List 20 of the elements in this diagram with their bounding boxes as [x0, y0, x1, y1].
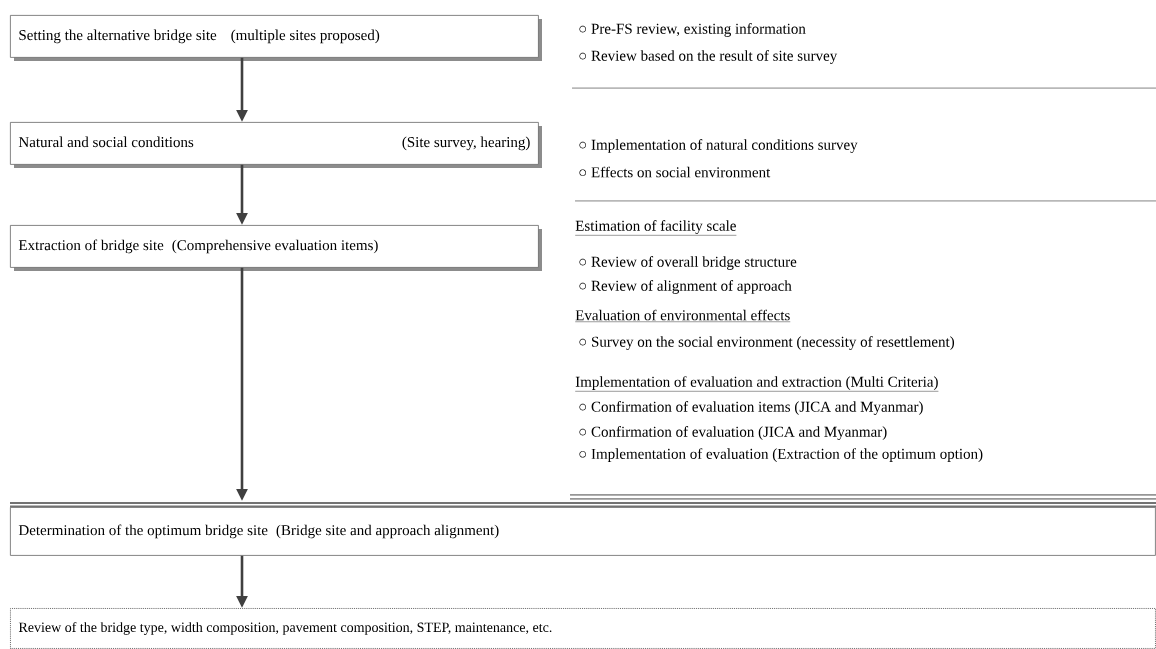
heading-text: Estimation of facility scale [575, 220, 737, 236]
process-box: Determination of the optimum bridge site (Bridge site and approach alignment) [10, 507, 1156, 556]
bullet-text: ○ Review of alignment of approach [579, 280, 792, 294]
bullet-text: ○ Review based on the result of site survey [579, 50, 838, 64]
bullet-text: ○ Implementation of evaluation (Extraction of the optimum option) [579, 448, 983, 462]
bullet-text: ○ Confirmation of evaluation items (JICA and Myanmar) [579, 401, 923, 415]
process-box: Setting the alternative bridge site (multiple sites proposed) [10, 15, 542, 61]
node-label: Determination of the optimum bridge site [18, 524, 268, 539]
process-box: Natural and social conditions (Site survey, hearing) [10, 122, 542, 168]
bullet-text: ○ Confirmation of evaluation (JICA and Myanmar) [579, 426, 887, 440]
process-box: Extraction of bridge site (Comprehensive evaluation items) [10, 225, 542, 271]
bullet-text: ○ Effects on social environment [579, 166, 771, 178]
heading-text: Evaluation of environmental effects [575, 309, 791, 322]
bullet-text: ○ Pre-FS review, existing information [579, 23, 806, 37]
heading-text: Implementation of evaluation and extraction (Multi Criteria) [575, 376, 939, 392]
node-label: (Bridge site and approach alignment) [276, 524, 499, 539]
bullet-text: ○ Review of overall bridge structure [579, 256, 797, 270]
bullet-text: ○ Implementation of natural conditions survey [579, 139, 858, 153]
bullet-text: ○ Survey on the social environment (necessity of resettlement) [579, 336, 955, 350]
process-box: Review of the bridge type, width composition, pavement composition, STEP, maintenance, etc. [10, 608, 1156, 649]
